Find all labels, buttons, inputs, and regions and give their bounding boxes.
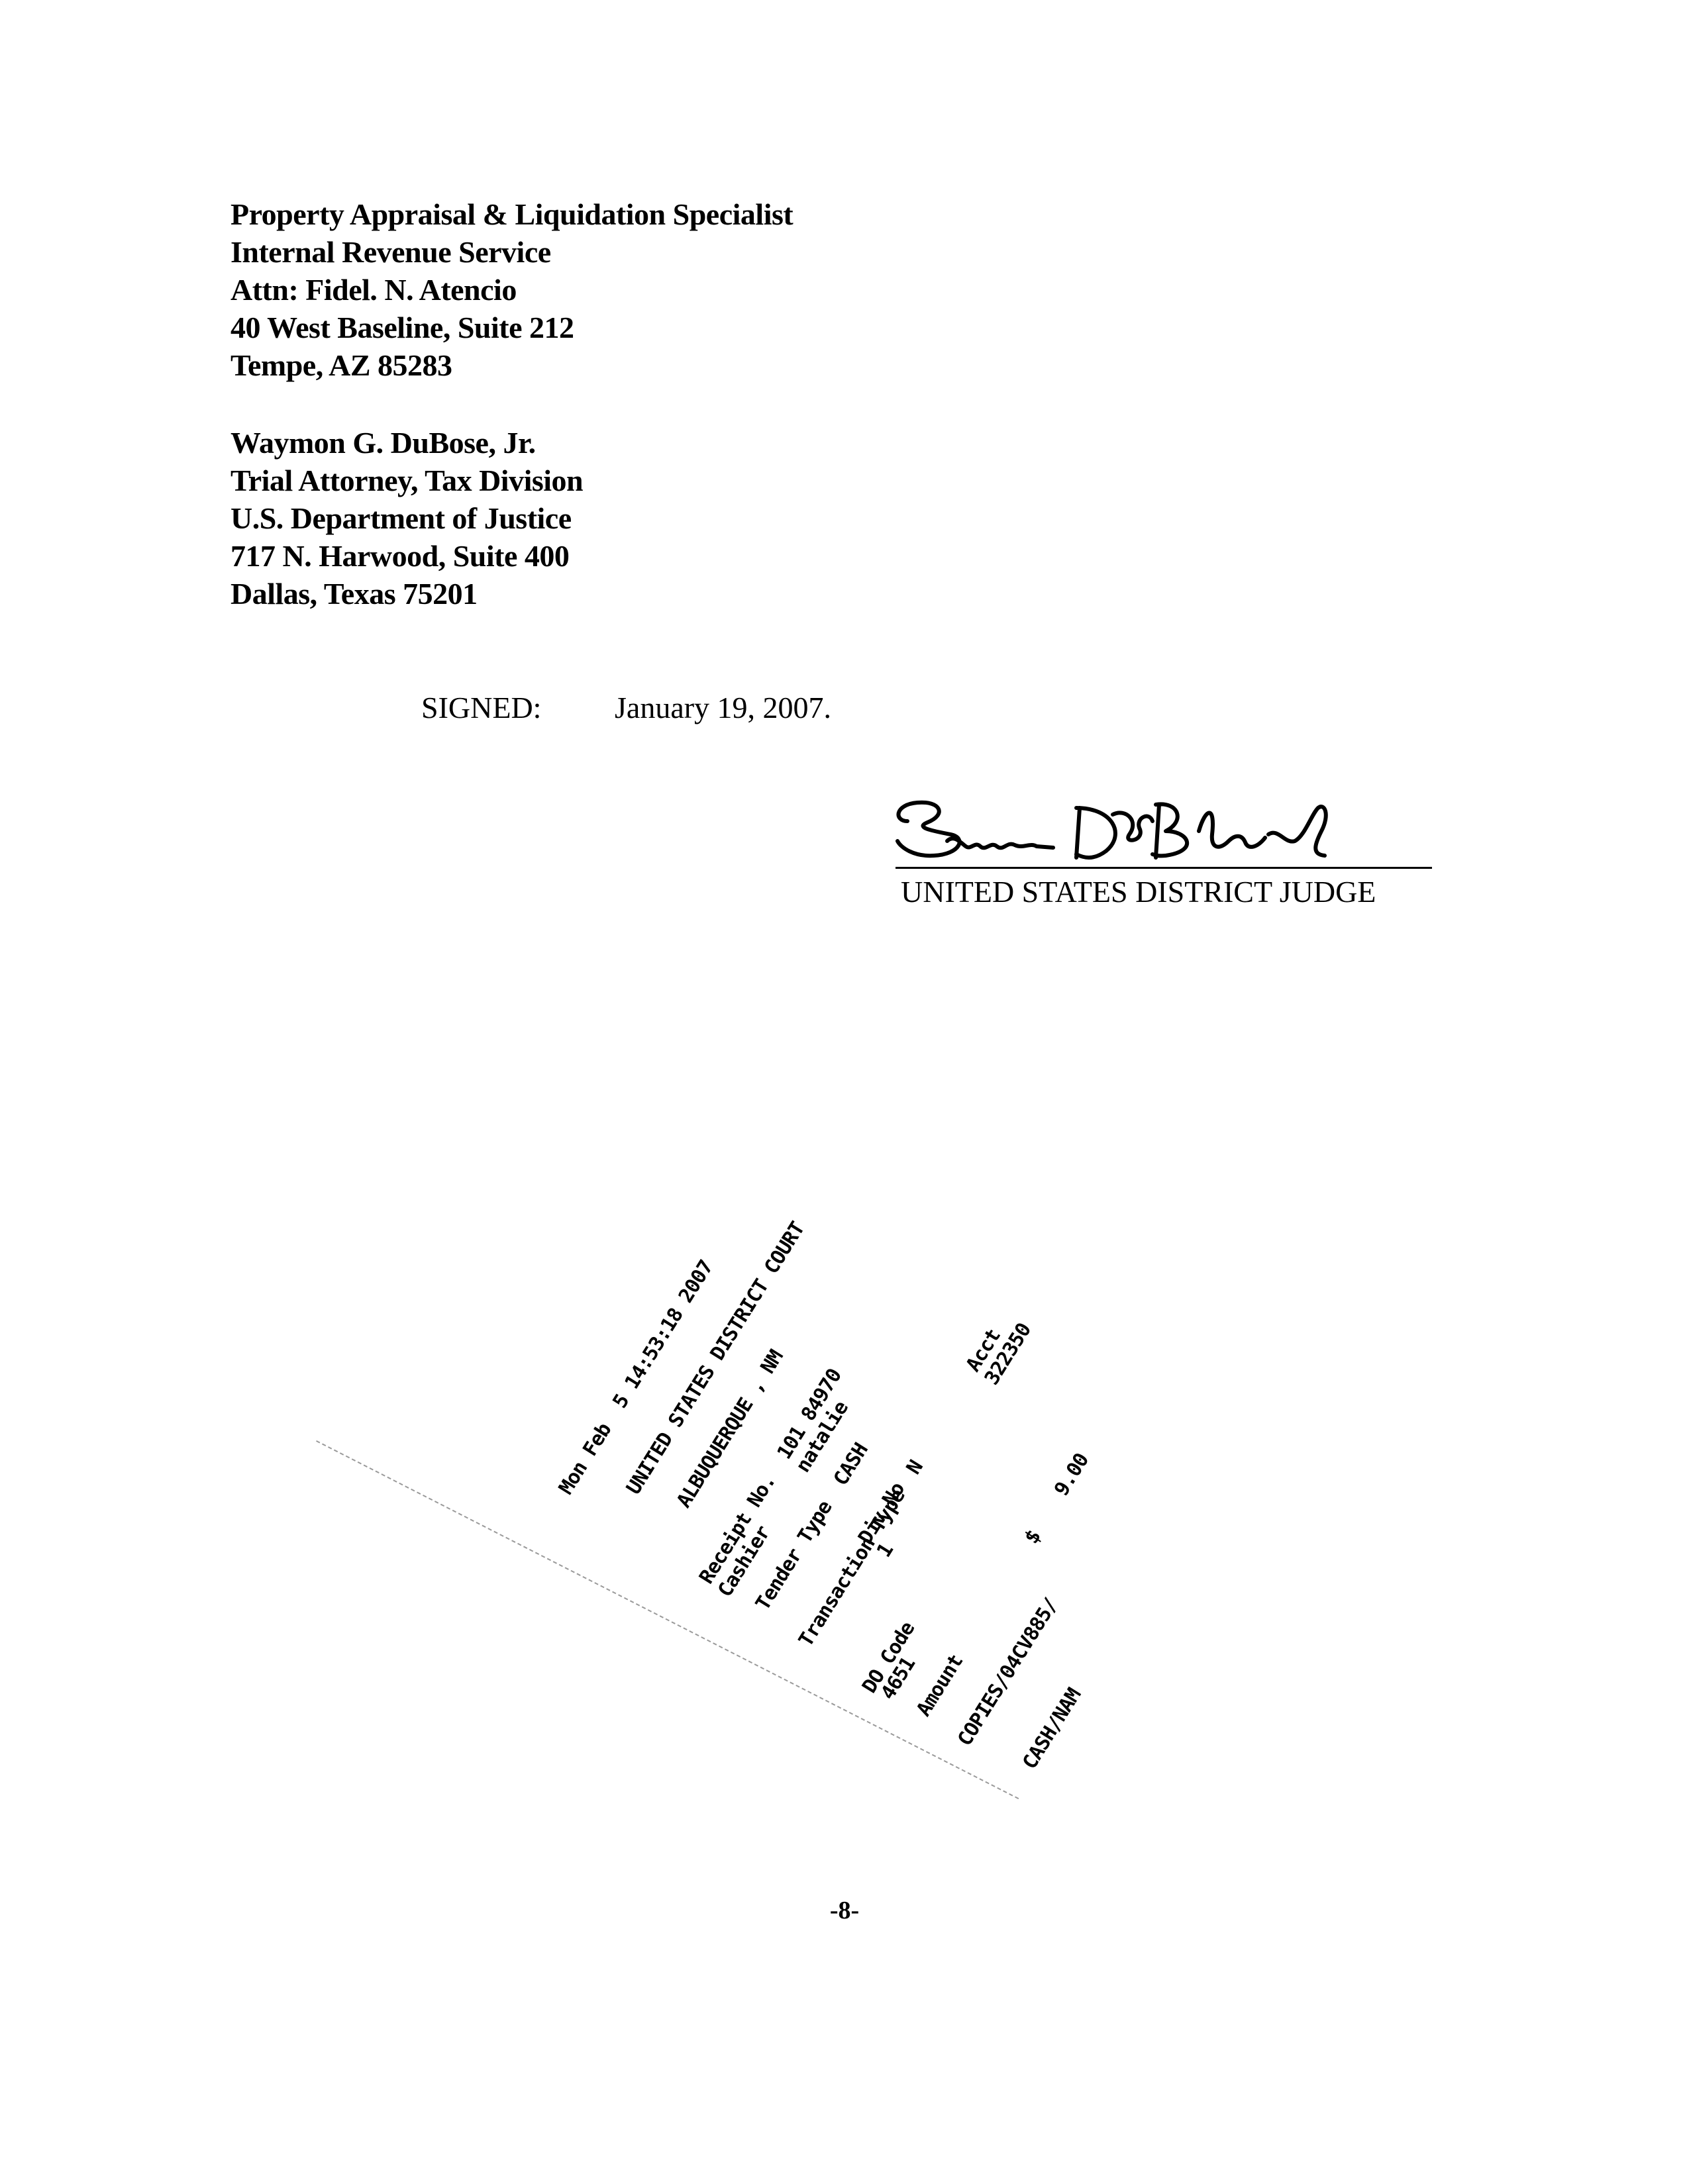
receipt-line: CASH/NAM — [1018, 1684, 1086, 1774]
signed-label: SIGNED: — [421, 691, 542, 724]
address-line: Tempe, AZ 85283 — [230, 348, 452, 382]
receipt-line: 1 322350 — [872, 1319, 1036, 1562]
address-line: Attn: Fidel. N. Atencio — [230, 273, 517, 307]
address-line: Trial Attorney, Tax Division — [230, 464, 584, 497]
address-line: 717 N. Harwood, Suite 400 — [230, 539, 570, 573]
address-line: U.S. Department of Justice — [230, 501, 572, 535]
signature-line — [896, 867, 1432, 869]
judge-signature — [896, 800, 1328, 860]
signed-date: January 19, 2007. — [615, 691, 832, 724]
receipt-line: Div No Acct — [854, 1325, 1005, 1549]
addressee-irs: Property Appraisal & Liquidation Special… — [230, 195, 793, 384]
address-line: Property Appraisal & Liquidation Special… — [230, 197, 793, 231]
addressee-doj: Waymon G. DuBose, Jr. Trial Attorney, Ta… — [230, 424, 584, 613]
address-line: Waymon G. DuBose, Jr. — [230, 426, 536, 460]
receipt-line: Receipt No. 101 84970 — [695, 1365, 846, 1589]
address-line: 40 West Baseline, Suite 212 — [230, 311, 574, 344]
judge-title: UNITED STATES DISTRICT JUDGE — [901, 875, 1376, 909]
page-number: -8- — [829, 1897, 860, 1924]
address-line: Dallas, Texas 75201 — [230, 577, 478, 611]
address-line: Internal Revenue Service — [230, 235, 551, 269]
